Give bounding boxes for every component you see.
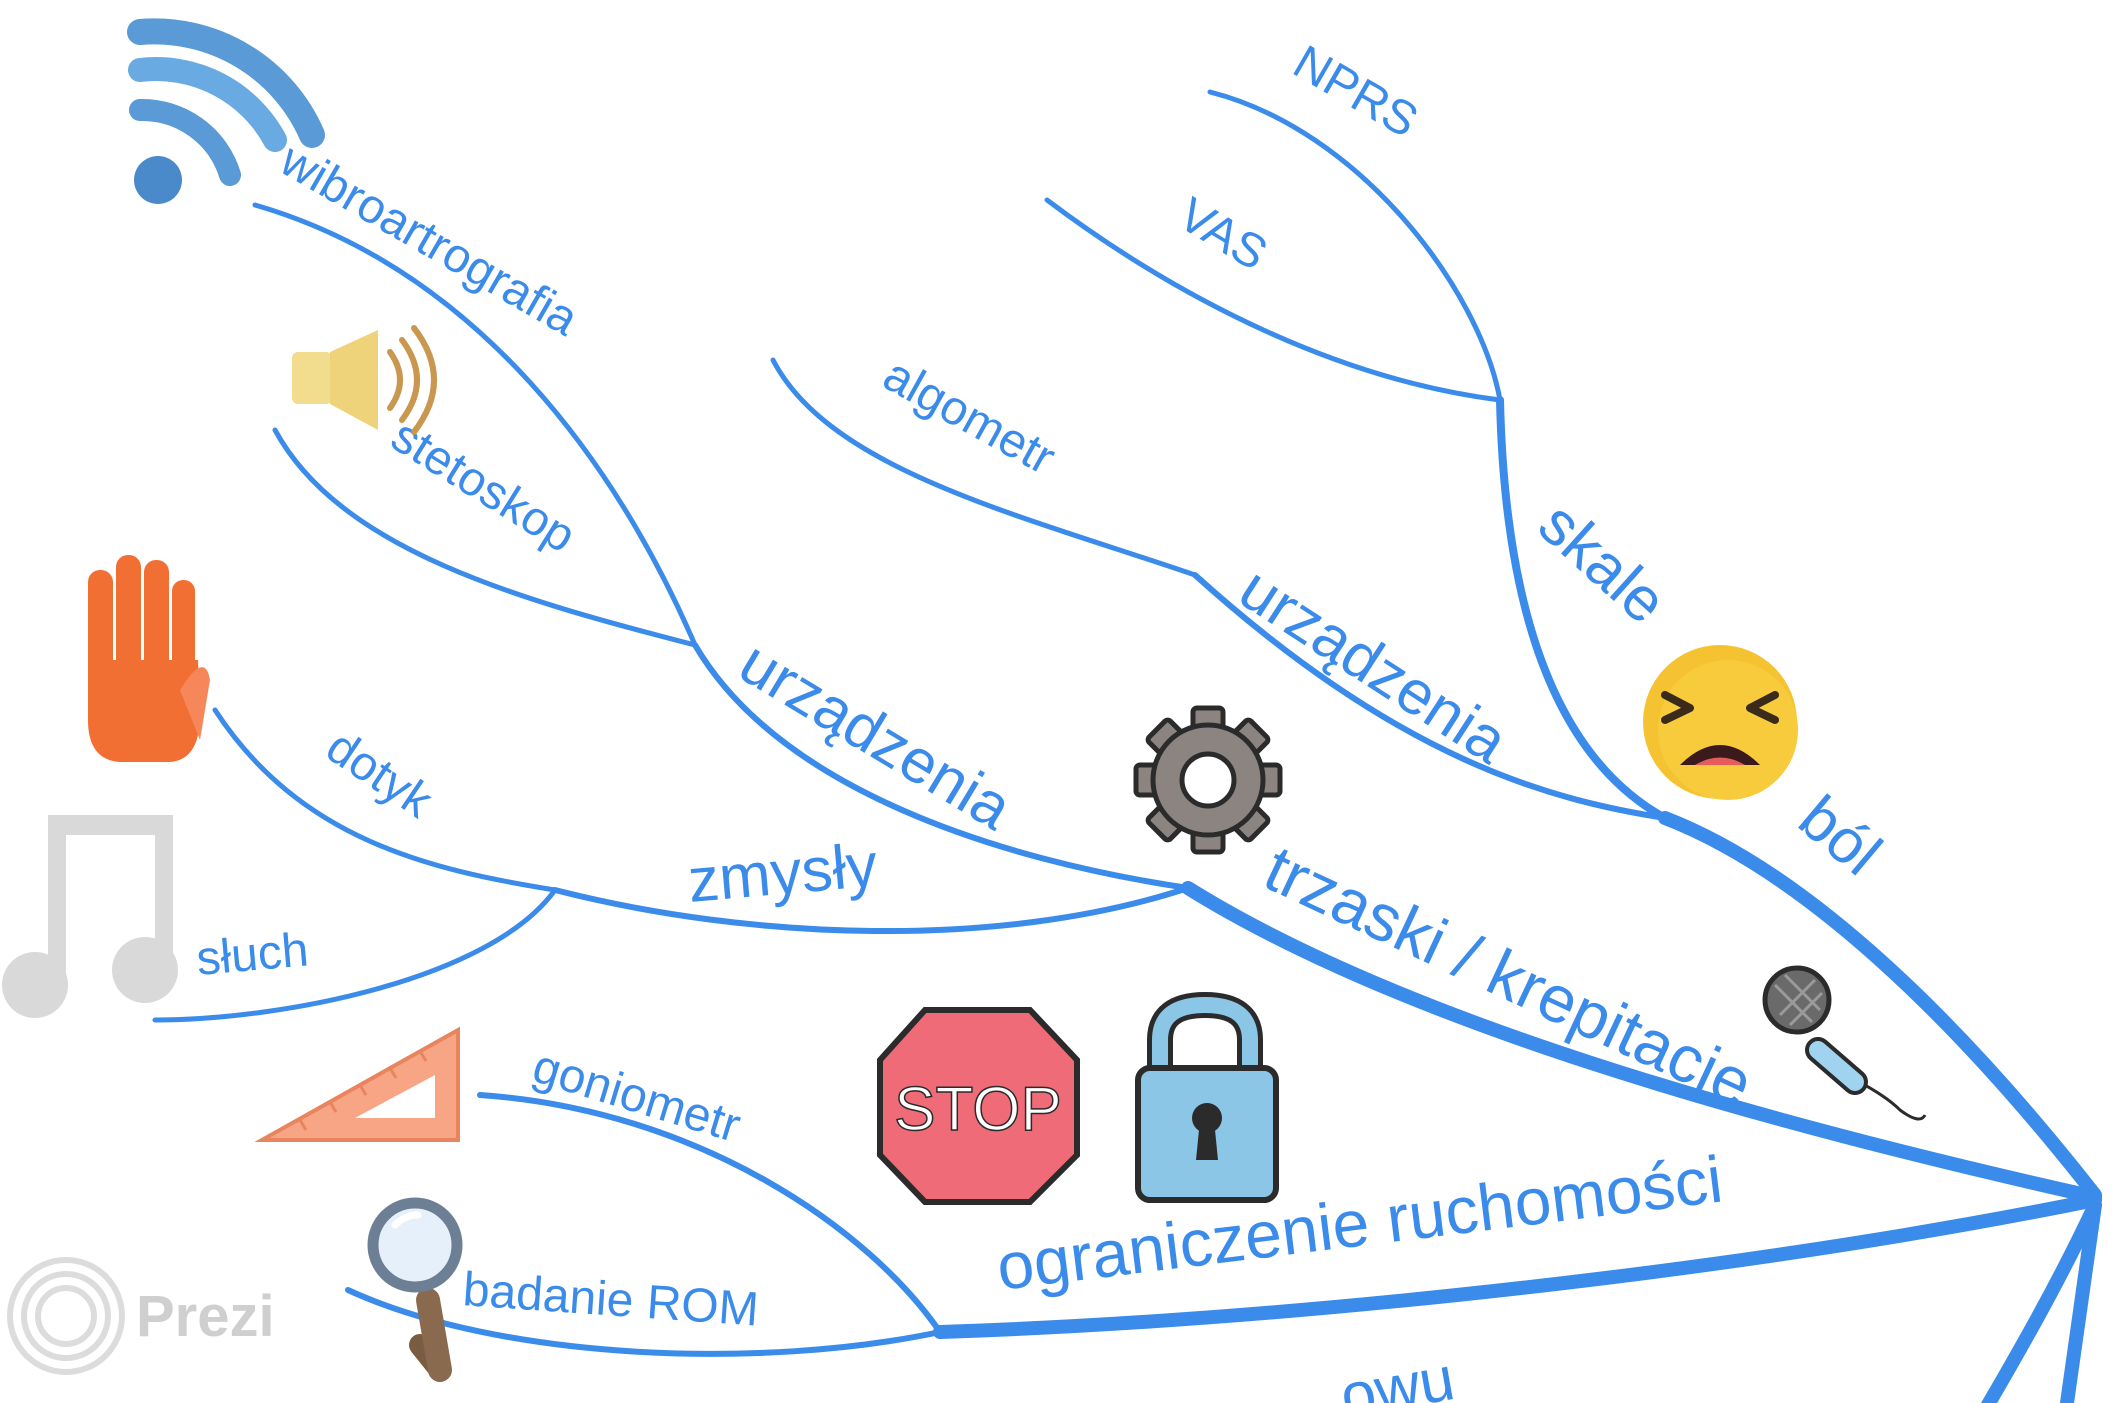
label-cut-bottom: owu [1335, 1344, 1459, 1403]
prezi-logo: Prezi [7, 1257, 275, 1375]
branch-zmysly [552, 885, 1191, 934]
branch-dotyk [212, 707, 558, 893]
prezi-logo-text: Prezi [136, 1284, 275, 1349]
padlock-icon [1135, 991, 1279, 1203]
branch-wibroartrografia [252, 202, 698, 648]
wifi-icon [127, 18, 325, 204]
crying-face-icon [1643, 645, 1798, 800]
branch-lines [152, 89, 2102, 1403]
branch-nprs [1207, 89, 1503, 403]
branch-goniometr [477, 1092, 943, 1335]
label-wibroartrografia: wibroartrografia [271, 133, 587, 346]
hand-icon [88, 555, 210, 762]
branch-stetoskop [272, 427, 698, 648]
label-zmysly: zmysły [685, 831, 880, 916]
label-sluch: słuch [194, 923, 310, 986]
label-algometr: algometr [875, 348, 1064, 485]
branch-skale [1496, 396, 1669, 822]
trunk-bottom-1 [1980, 1198, 2102, 1403]
trunk-bol [1658, 811, 2102, 1202]
microphone-icon [1762, 965, 1927, 1121]
magnifier-icon [367, 1197, 463, 1382]
music-note-icon [2, 815, 178, 1018]
label-skale: skale [1526, 489, 1680, 637]
branch-badanie-rom [345, 1287, 943, 1357]
branch-urzadzenia-sounds [692, 642, 1191, 891]
branch-sluch [152, 887, 558, 1023]
trunk-trzaski [1181, 881, 2102, 1204]
label-goniometr: goniometr [527, 1040, 747, 1153]
speaker-icon [292, 325, 437, 435]
stop-sign-text: STOP [894, 1075, 1062, 1144]
trunk-bottom-2 [2059, 1198, 2102, 1403]
branch-vas [1044, 197, 1503, 403]
label-vas: VAS [1169, 188, 1276, 281]
label-badanie-rom: badanie ROM [461, 1263, 760, 1337]
label-dotyk: dotyk [317, 720, 443, 829]
trunk-ograniczenie [933, 1193, 2102, 1339]
stop-sign-icon: STOP [877, 1007, 1080, 1205]
label-urzadzenia-pain: urządzenia [1227, 554, 1519, 777]
label-trzaski: trzaski / krepitacje [1254, 831, 1764, 1121]
set-square-icon [254, 1026, 460, 1142]
label-bol: ból [1786, 783, 1894, 889]
branch-urzadzenia-pain [1192, 572, 1668, 821]
gear-icon [1133, 705, 1283, 855]
branch-algometr [770, 357, 1198, 578]
branch-labels: NPRS VAS wibroartrografia stetoskop algo… [194, 36, 1893, 1403]
